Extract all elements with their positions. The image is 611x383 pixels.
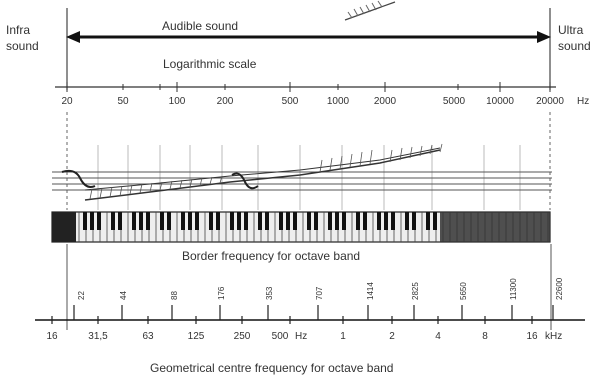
piano-black-key	[405, 212, 409, 230]
border-frequency-ticks	[73, 305, 554, 320]
piano-black-key	[265, 212, 269, 230]
piano-black-key	[377, 212, 381, 230]
infra-label-line2: sound	[6, 39, 39, 53]
piano-black-key	[83, 212, 87, 230]
scale-tick-1000: 1000	[326, 96, 350, 107]
centre-frequency-ticks	[51, 316, 533, 324]
border-freq-44: 44	[119, 291, 128, 300]
piano-black-key	[237, 212, 241, 230]
border-freq-22: 22	[77, 291, 86, 300]
piano-black-key	[342, 212, 346, 230]
border-freq-88: 88	[170, 291, 179, 300]
scale-tick-2000: 2000	[373, 96, 397, 107]
border-freq-5650: 5650	[459, 282, 468, 300]
centre-hz-unit: Hz	[295, 331, 308, 342]
piano-black-key	[97, 212, 101, 230]
top-wedge	[344, 0, 396, 21]
audible-sound-label: Audible sound	[162, 19, 239, 33]
centre-freq-8k: 8	[482, 331, 488, 342]
centre-freq-31-5: 31,5	[88, 331, 108, 342]
scale-tick-500: 500	[281, 96, 299, 107]
piano-black-key	[356, 212, 360, 230]
piano-black-key	[335, 212, 339, 230]
piano-black-key	[195, 212, 199, 230]
scale-tick-200: 200	[216, 96, 234, 107]
piano-black-key	[307, 212, 311, 230]
infra-label-line1: Infra	[6, 23, 31, 37]
border-freq-11300: 11300	[509, 278, 518, 300]
chart-horizontal-lines	[52, 171, 552, 191]
piano-black-key	[90, 212, 94, 230]
ultra-label-line2: sound	[558, 39, 591, 53]
piano-black-key	[363, 212, 367, 230]
piano-black-key	[230, 212, 234, 230]
centre-freq-16k: 16	[526, 331, 538, 342]
piano-black-key	[167, 212, 171, 230]
border-freq-176: 176	[217, 286, 226, 300]
border-freq-22600: 22600	[555, 277, 564, 300]
piano-black-key	[111, 212, 115, 230]
log-scale-ticks	[66, 82, 551, 92]
scale-tick-100: 100	[168, 96, 186, 107]
scale-tick-20000: 20000	[536, 96, 564, 107]
piano-keyboard	[51, 211, 551, 243]
border-freq-707: 707	[315, 286, 324, 300]
piano-black-key	[209, 212, 213, 230]
centre-freq-16: 16	[46, 331, 58, 342]
scale-hz-unit: Hz	[577, 96, 590, 107]
border-freq-2825: 2825	[411, 282, 420, 300]
piano-black-key	[293, 212, 297, 230]
rising-band	[61, 143, 443, 201]
border-frequency-caption: Border frequency for octave band	[182, 249, 361, 263]
border-freq-353: 353	[265, 286, 274, 300]
piano-black-key	[146, 212, 150, 230]
piano-black-key	[328, 212, 332, 230]
scale-tick-20: 20	[61, 96, 73, 107]
centre-freq-500: 500	[271, 331, 289, 342]
piano-black-key	[286, 212, 290, 230]
piano-black-key	[216, 212, 220, 230]
centre-khz-unit: kHz	[545, 331, 563, 342]
audible-arrow	[66, 31, 551, 43]
piano-black-key	[139, 212, 143, 230]
border-freq-1414: 1414	[366, 282, 375, 300]
piano-black-key	[314, 212, 318, 230]
piano-black-key	[433, 212, 437, 230]
ultra-label-line1: Ultra	[558, 23, 584, 37]
piano-black-key	[181, 212, 185, 230]
piano-black-key	[258, 212, 262, 230]
piano-black-key	[132, 212, 136, 230]
piano-black-key	[426, 212, 430, 230]
scale-tick-50: 50	[117, 96, 129, 107]
centre-freq-1k: 1	[340, 331, 346, 342]
centre-freq-63: 63	[142, 331, 154, 342]
scale-tick-5000: 5000	[442, 96, 466, 107]
piano-black-key	[160, 212, 164, 230]
scale-tick-10000: 10000	[486, 96, 514, 107]
piano-black-key	[384, 212, 388, 230]
piano-black-key	[118, 212, 122, 230]
centre-freq-4k: 4	[435, 331, 441, 342]
piano-black-key	[412, 212, 416, 230]
centre-freq-250: 250	[233, 331, 251, 342]
logarithmic-scale-label: Logarithmic scale	[163, 57, 257, 71]
centre-frequency-caption: Geometrical centre frequency for octave …	[150, 361, 394, 375]
piano-black-key	[188, 212, 192, 230]
centre-freq-2k: 2	[389, 331, 395, 342]
piano-black-key	[279, 212, 283, 230]
centre-freq-125: 125	[187, 331, 205, 342]
piano-black-key	[391, 212, 395, 230]
piano-black-key	[244, 212, 248, 230]
